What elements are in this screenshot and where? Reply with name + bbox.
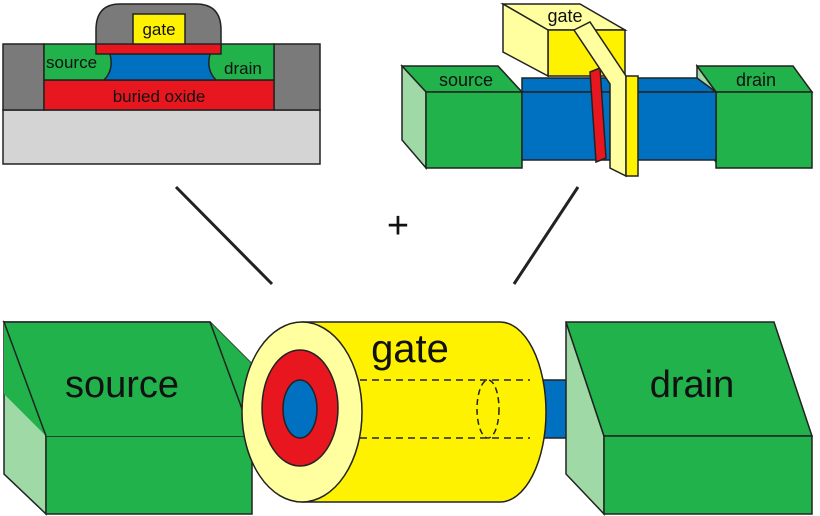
gaa-transistor: gate source drain <box>2 320 814 516</box>
gaa-source-label: source <box>65 364 179 406</box>
gaa-drain-front-lower <box>603 435 813 515</box>
soi-gate <box>132 13 186 45</box>
finfet-source-label: source <box>439 70 493 90</box>
gaa-source-front-lower <box>45 435 253 515</box>
soi-drain-label: drain <box>224 59 262 78</box>
gaa-drain-label: drain <box>650 364 735 406</box>
soi-gate-label: gate <box>142 20 175 39</box>
finfet-gate-oxide <box>589 66 607 164</box>
gaa-source-front-upper <box>4 322 252 436</box>
gaa-hidden-channel-end <box>476 379 500 439</box>
soi-oxide-label: buried oxide <box>113 87 206 106</box>
finfet-transistor: gate source drain <box>400 2 814 178</box>
soi-transistor: gate source drain buried oxide <box>2 3 321 165</box>
gaa-gate-body <box>301 321 547 503</box>
finfet-gate-wrap-front <box>625 75 639 177</box>
soi-isolation-right <box>273 43 321 111</box>
soi-source-label: source <box>46 53 97 72</box>
gaa-gate-label: gate <box>371 327 449 371</box>
finfet-drain-label: drain <box>736 70 776 90</box>
gaa-channel-cross-section <box>282 379 318 439</box>
soi-buried-oxide <box>43 79 275 111</box>
finfet-source-front <box>425 91 523 169</box>
soi-substrate <box>2 109 321 165</box>
combine-plus-symbol: + <box>387 205 409 247</box>
connector-line-left <box>174 185 274 286</box>
finfet-drain-front <box>715 91 813 169</box>
soi-gate-oxide <box>95 43 222 55</box>
finfet-gate-side <box>502 2 549 78</box>
soi-channel <box>102 53 218 81</box>
connector-line-right <box>512 186 580 285</box>
finfet-gate-label: gate <box>547 6 582 26</box>
soi-isolation-left <box>2 43 45 111</box>
gaa-source-outline <box>3 321 253 437</box>
